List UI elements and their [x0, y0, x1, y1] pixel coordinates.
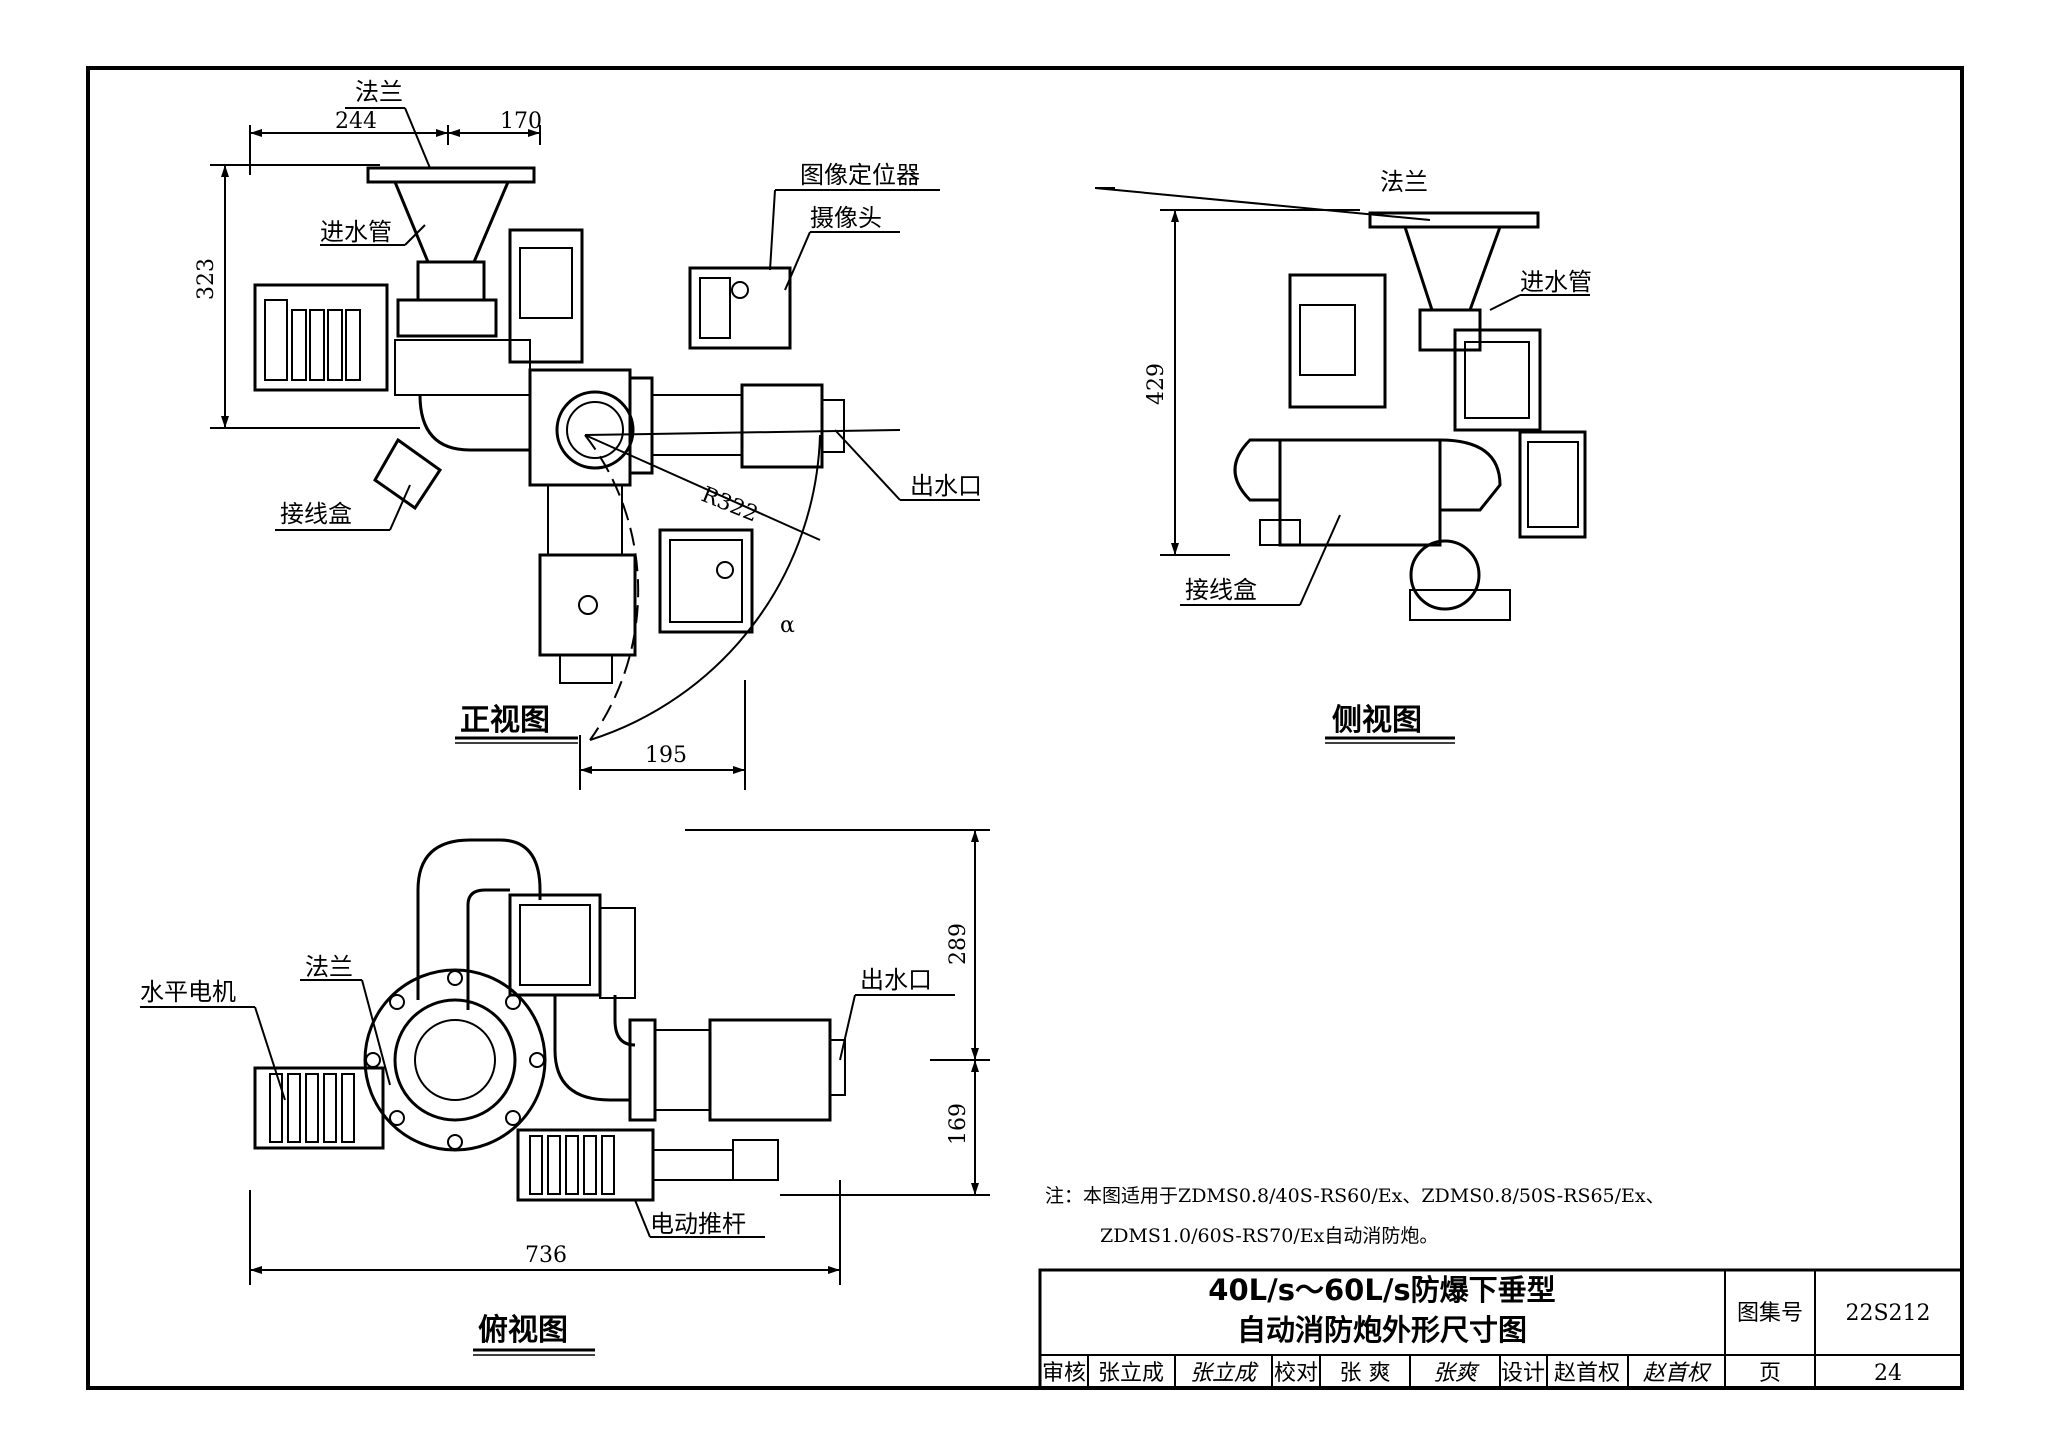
label-horizontal-motor: 水平电机 [140, 978, 236, 1006]
side-view-arrows [1171, 210, 1179, 555]
dim-289: 289 [946, 923, 971, 965]
designer-name: 赵首权 [1554, 1361, 1620, 1386]
dim-alpha: α [780, 613, 795, 638]
checker-name: 张 爽 [1340, 1361, 1391, 1386]
atlas-number: 22S212 [1845, 1301, 1930, 1326]
front-view-arrows [221, 129, 745, 774]
label-flange-front: 法兰 [355, 78, 403, 106]
note-line-1: 注：本图适用于ZDMS0.8/40S-RS60/Ex、ZDMS0.8/50S-R… [1045, 1185, 1665, 1207]
label-flange-top: 法兰 [305, 953, 353, 981]
label-outlet-front: 出水口 [910, 472, 982, 500]
design-label: 设计 [1501, 1361, 1545, 1386]
top-view-arrows [250, 830, 979, 1274]
dim-323: 323 [194, 258, 219, 300]
view-title-front: 正视图 [460, 703, 550, 738]
reviewer-signature: 张立成 [1190, 1361, 1259, 1386]
side-view [1094, 187, 1590, 621]
label-junction-box-side: 接线盒 [1185, 576, 1257, 604]
page-label: 页 [1759, 1361, 1781, 1386]
reviewer-name: 张立成 [1098, 1361, 1164, 1386]
dim-429: 429 [1144, 363, 1169, 405]
dim-736: 736 [525, 1243, 567, 1268]
sheet-border [86, 66, 1964, 1390]
title-line-2: 自动消防炮外形尺寸图 [1237, 1313, 1527, 1347]
review-label: 审核 [1042, 1361, 1086, 1386]
label-camera: 摄像头 [810, 204, 882, 232]
page-number: 24 [1874, 1361, 1902, 1386]
designer-signature: 赵首权 [1643, 1361, 1712, 1386]
label-inlet-pipe-front: 进水管 [320, 218, 392, 246]
dim-r322: R322 [698, 482, 762, 527]
title-line-1: 40L/s～60L/s防爆下垂型 [1208, 1273, 1555, 1307]
label-outlet-top: 出水口 [860, 966, 932, 994]
atlas-label: 图集号 [1737, 1301, 1803, 1326]
note-line-2: ZDMS1.0/60S-RS70/Ex自动消防炮。 [1100, 1225, 1438, 1247]
dim-169: 169 [946, 1103, 971, 1145]
label-flange-side: 法兰 [1380, 168, 1428, 196]
dim-244: 244 [335, 109, 377, 134]
label-junction-box-front: 接线盒 [280, 500, 352, 528]
label-inlet-pipe-side: 进水管 [1520, 268, 1592, 296]
title-block [1038, 1268, 1964, 1390]
view-title-side: 侧视图 [1332, 703, 1422, 738]
label-image-locator: 图像定位器 [800, 161, 920, 189]
dim-195: 195 [645, 743, 687, 768]
check-label: 校对 [1274, 1361, 1318, 1386]
dim-170: 170 [500, 109, 542, 134]
view-title-underlines [455, 736, 1455, 1356]
top-view [140, 829, 990, 1285]
checker-signature: 张爽 [1433, 1361, 1480, 1386]
front-view [210, 107, 980, 790]
view-title-top: 俯视图 [478, 1313, 568, 1348]
label-electric-pushrod: 电动推杆 [650, 1210, 746, 1238]
